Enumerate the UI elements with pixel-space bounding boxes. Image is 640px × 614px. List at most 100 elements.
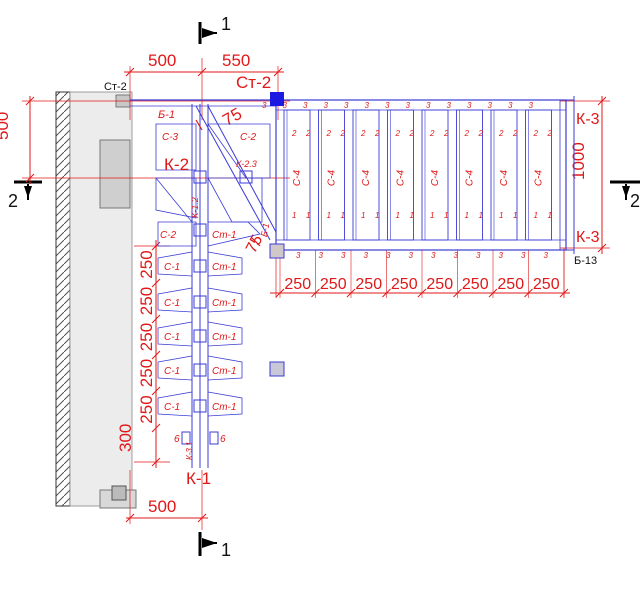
landing-panel <box>318 109 345 241</box>
landing-two: 2 <box>498 129 504 138</box>
section-mark-top: 1 <box>198 14 231 44</box>
landing-one: 1 <box>306 211 310 220</box>
tick <box>151 386 161 396</box>
section-mark-right: 2 <box>610 180 640 211</box>
dim-left-250: 250 <box>137 287 156 315</box>
landing-bottom-3: 3 <box>409 251 414 260</box>
step-left-label: С-1 <box>164 262 180 273</box>
landing-panel-label: С-4 <box>499 170 510 187</box>
landing-two: 2 <box>478 129 484 138</box>
landing-bottom-3: 3 <box>319 251 324 260</box>
step-right-label: Ст-1 <box>212 402 236 413</box>
tick <box>151 241 161 251</box>
dimension-lines <box>25 67 607 523</box>
landing-panel-label: С-4 <box>430 170 441 187</box>
label-k3-top: К-3 <box>576 111 600 128</box>
landing-two: 2 <box>360 129 366 138</box>
wall <box>55 91 137 509</box>
step-left-outline <box>157 287 193 313</box>
landing-panel <box>456 109 483 241</box>
dim-bottom-500: 500 <box>148 497 176 516</box>
label-st2: Ст-2 <box>236 73 271 92</box>
landing-panel-label: С-4 <box>327 170 338 187</box>
landing-top-3: 3 <box>529 101 534 110</box>
section-mark-left: 2 <box>8 180 42 211</box>
landing-top-3: 3 <box>426 101 431 110</box>
landing-one: 1 <box>375 211 379 220</box>
landing-bottom-3: 3 <box>386 251 391 260</box>
landing-panel-label: С-4 <box>396 170 407 187</box>
step-left-label: С-1 <box>164 366 180 377</box>
landing-one: 1 <box>361 211 365 220</box>
landing-one: 1 <box>396 211 400 220</box>
landing-panel <box>352 109 380 241</box>
step-right-outline <box>207 355 243 381</box>
dim-bottom-250: 250 <box>355 276 382 293</box>
landing-top-3: 3 <box>406 101 411 110</box>
dim-left-250: 250 <box>137 395 156 423</box>
tick <box>151 278 161 288</box>
landing-one: 1 <box>410 211 414 220</box>
landing-two: 2 <box>512 129 518 138</box>
step-left-label: С-1 <box>164 298 180 309</box>
dim-bottom-250: 250 <box>391 276 418 293</box>
landing-bottom-3: 3 <box>341 251 346 260</box>
landing-top-3: 3 <box>467 101 472 110</box>
step-left-outline <box>157 321 193 347</box>
left-dimension-ticks <box>151 241 161 467</box>
tick <box>151 423 161 433</box>
landing-panel <box>387 109 414 241</box>
landing-two: 2 <box>547 129 553 138</box>
landing-top-3: 3 <box>488 101 493 110</box>
section-number-2-left: 2 <box>8 191 18 211</box>
dim-75-top: 75 <box>219 104 245 130</box>
landing-one: 1 <box>548 211 552 220</box>
dim-left-250: 250 <box>137 250 156 278</box>
landing-one: 1 <box>534 211 538 220</box>
landing-two: 2 <box>429 129 435 138</box>
landing-top-3: 3 <box>262 101 267 110</box>
step-ct1: Ст-1 <box>212 230 236 241</box>
landing-top-3: 3 <box>283 101 288 110</box>
step-left-label: С-1 <box>164 402 180 413</box>
dim-bottom-250: 250 <box>284 276 311 293</box>
dim-top-500: 500 <box>148 51 176 70</box>
label-b1-side: Б-1 <box>259 222 271 237</box>
landing-two: 2 <box>340 129 346 138</box>
landing-one: 1 <box>444 211 448 220</box>
dim-bottom-250: 250 <box>533 276 560 293</box>
post-st2 <box>270 92 284 106</box>
dim-bottom-250: 250 <box>320 276 347 293</box>
landing-one: 1 <box>341 211 345 220</box>
label-b13: Б-13 <box>574 255 597 267</box>
step-right-label: Ст-1 <box>212 298 236 309</box>
section-mark-bottom: 1 <box>198 532 231 560</box>
post-b13 <box>269 243 285 259</box>
landing-two: 2 <box>409 129 415 138</box>
step-six-right: 6 <box>220 434 226 445</box>
landing-one: 1 <box>465 211 469 220</box>
landing-bottom-3: 3 <box>296 251 301 260</box>
landing-panel <box>490 109 518 241</box>
landing-top-3: 3 <box>324 101 329 110</box>
landing-panel-label: С-4 <box>361 170 372 187</box>
section-number-1-bottom: 1 <box>221 540 231 560</box>
step-c2-top: С-2 <box>240 132 257 143</box>
tick <box>151 350 161 360</box>
dim-left-250: 250 <box>137 359 156 387</box>
landing-top-3: 3 <box>344 101 349 110</box>
step-left-outline <box>157 391 193 417</box>
landing-one: 1 <box>513 211 517 220</box>
landing-bottom-3: 3 <box>454 251 459 260</box>
dim-right-1000: 1000 <box>569 142 588 180</box>
landing-two: 2 <box>305 129 311 138</box>
landing-panel <box>421 109 449 241</box>
landing-bottom-3: 3 <box>544 251 549 260</box>
landing-top-3: 3 <box>508 101 513 110</box>
step-left-label: С-1 <box>164 332 180 343</box>
dim-bottom-250: 250 <box>497 276 524 293</box>
landing-one: 1 <box>292 211 296 220</box>
